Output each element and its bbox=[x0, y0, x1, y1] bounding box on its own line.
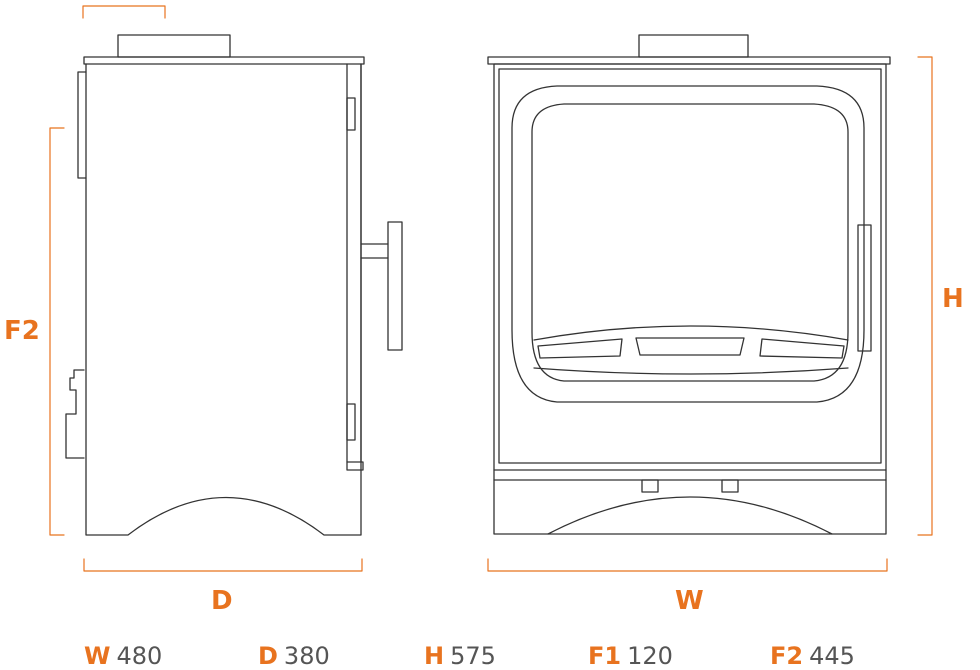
air-control-right bbox=[721, 479, 739, 493]
front-base-cutout bbox=[547, 496, 833, 535]
dimension-d-bracket bbox=[83, 558, 363, 572]
spec-h-value: 575 bbox=[450, 642, 496, 670]
spec-f2-key: F2 bbox=[770, 642, 804, 670]
side-top-plate bbox=[83, 56, 365, 65]
side-rear-panel bbox=[77, 71, 87, 179]
side-lower-hinge bbox=[346, 403, 356, 441]
door-glass bbox=[531, 103, 849, 382]
fuel-retainer-lower bbox=[533, 367, 849, 375]
spec-f2-value: 445 bbox=[809, 642, 855, 670]
dimension-f2-bracket bbox=[49, 127, 65, 536]
front-plinth-top bbox=[493, 469, 887, 481]
side-upper-hinge bbox=[346, 97, 356, 131]
fuel-retainer-upper bbox=[533, 325, 849, 341]
spec-f1-value: 120 bbox=[627, 642, 673, 670]
dimension-h-bracket bbox=[917, 56, 933, 536]
fuel-retainer-slot-left bbox=[537, 338, 623, 359]
front-top-plate bbox=[487, 56, 891, 65]
dimension-f1-bracket bbox=[82, 5, 166, 19]
label-f2: F2 bbox=[4, 316, 40, 346]
spec-d-value: 380 bbox=[283, 642, 330, 670]
side-flue-collar bbox=[117, 34, 231, 58]
side-body bbox=[85, 63, 362, 536]
front-flue-collar bbox=[638, 34, 749, 58]
spec-d-key: D bbox=[258, 642, 278, 670]
door-outer-window-frame bbox=[511, 85, 865, 403]
side-front-door-edge bbox=[346, 63, 362, 463]
front-door-frame bbox=[498, 68, 882, 464]
label-d: D bbox=[211, 586, 233, 616]
label-h: H bbox=[942, 284, 964, 314]
side-handle-stem bbox=[360, 243, 389, 259]
spec-f1-key: F1 bbox=[588, 642, 622, 670]
stove-front-view bbox=[487, 34, 891, 535]
side-rear-outlet bbox=[65, 369, 85, 459]
air-control-left bbox=[641, 479, 659, 493]
spec-w-key: W bbox=[84, 642, 111, 670]
side-hearth-lip bbox=[346, 461, 364, 471]
front-door-handle bbox=[857, 224, 872, 352]
stove-drawing bbox=[49, 5, 933, 572]
front-body bbox=[493, 63, 887, 535]
stove-side-view bbox=[65, 34, 403, 536]
label-w: W bbox=[675, 586, 704, 616]
dimension-w-bracket bbox=[487, 558, 888, 572]
side-handle-grip bbox=[387, 221, 403, 351]
dimension-lines bbox=[49, 5, 933, 572]
spec-h-key: H bbox=[424, 642, 445, 670]
fuel-retainer-slot-center bbox=[635, 337, 745, 356]
spec-w-value: 480 bbox=[116, 642, 163, 670]
fuel-retainer-slot-right bbox=[759, 338, 845, 359]
